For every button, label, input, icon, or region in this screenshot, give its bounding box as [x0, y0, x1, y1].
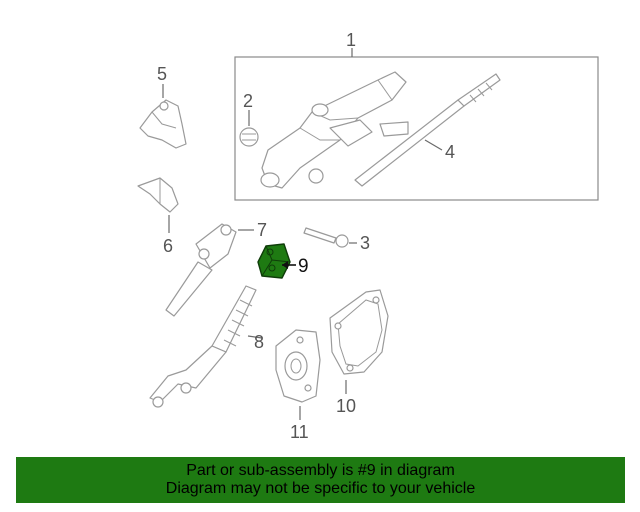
leader-4 — [424, 139, 443, 151]
leader-8 — [247, 335, 263, 339]
part-5-bracket[interactable] — [139, 99, 187, 149]
callout-3[interactable]: 3 — [360, 233, 370, 253]
callout-2[interactable]: 2 — [243, 91, 253, 111]
part-3-bolt[interactable] — [303, 227, 349, 248]
part-2-nut[interactable] — [239, 127, 259, 147]
callout-10[interactable]: 10 — [336, 396, 356, 416]
arrow-9-head — [282, 261, 288, 269]
part-4-shaft[interactable] — [354, 73, 501, 187]
part-6-clamp[interactable] — [137, 177, 179, 213]
part-11-grommet[interactable] — [275, 329, 321, 403]
part-9-highlighted[interactable] — [257, 243, 291, 279]
callout-11[interactable]: 11 — [290, 422, 309, 442]
fitment-banner: Part or sub-assembly is #9 in diagram Di… — [16, 457, 625, 503]
part-10-boot-cover[interactable] — [329, 289, 389, 375]
callout-1[interactable]: 1 — [346, 30, 356, 50]
callout-6[interactable]: 6 — [163, 236, 173, 256]
assembly-frame — [234, 56, 599, 201]
callout-7[interactable]: 7 — [257, 220, 267, 240]
banner-line-1: Part or sub-assembly is #9 in diagram — [186, 462, 455, 479]
callout-9[interactable]: 9 — [298, 256, 309, 277]
banner-line-2: Diagram may not be specific to your vehi… — [165, 480, 476, 497]
callout-5[interactable]: 5 — [157, 64, 167, 84]
part-8-boot-shaft[interactable] — [149, 285, 257, 408]
part-7-universal-joint[interactable] — [165, 223, 237, 317]
callout-4[interactable]: 4 — [445, 142, 455, 162]
part-1-steering-column[interactable] — [260, 71, 409, 189]
callout-8[interactable]: 8 — [254, 332, 264, 352]
